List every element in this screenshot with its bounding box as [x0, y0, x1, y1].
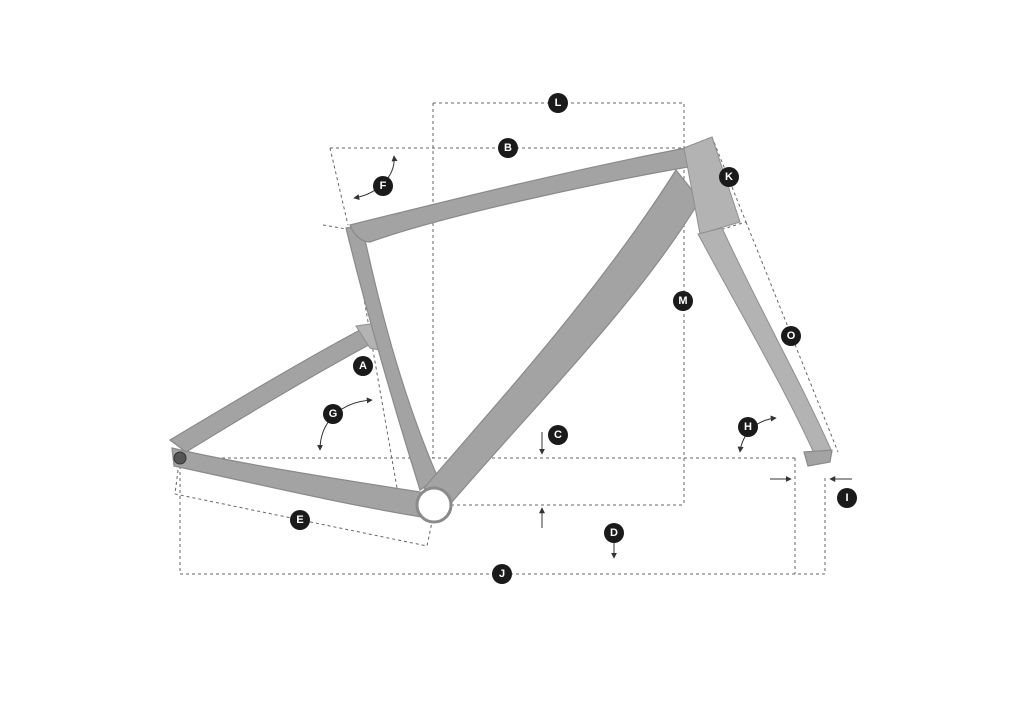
bottom-bracket: [415, 486, 453, 524]
svg-text:I: I: [845, 492, 848, 504]
bike-frame: [168, 136, 833, 524]
marker-K: K: [719, 167, 739, 187]
head-tube: [683, 136, 741, 235]
marker-E: E: [290, 510, 310, 530]
svg-text:F: F: [380, 180, 387, 192]
dimension-J-line: [179, 460, 826, 575]
marker-M: M: [673, 291, 693, 311]
dimension-B-left: [329, 147, 349, 226]
marker-B: B: [498, 138, 518, 158]
fork: [697, 227, 833, 463]
svg-text:A: A: [359, 360, 367, 372]
svg-text:E: E: [296, 514, 303, 526]
svg-text:C: C: [554, 429, 562, 441]
marker-H: H: [738, 417, 758, 437]
seat-stay: [168, 329, 380, 453]
svg-text:K: K: [725, 171, 733, 183]
marker-G: G: [323, 404, 343, 424]
marker-J: J: [492, 564, 512, 584]
svg-text:H: H: [744, 421, 752, 433]
dimension-lines: [174, 102, 839, 575]
marker-O: O: [781, 326, 801, 346]
dimension-O-line: [745, 221, 839, 453]
svg-text:D: D: [610, 527, 618, 539]
dimension-L-line: [433, 102, 685, 503]
marker-L: L: [548, 93, 568, 113]
svg-text:O: O: [787, 330, 796, 342]
svg-text:L: L: [555, 97, 562, 109]
top-tube: [349, 147, 695, 243]
svg-text:J: J: [499, 568, 505, 580]
fork-dropout: [803, 449, 833, 467]
marker-I: I: [837, 488, 857, 508]
down-tube: [423, 168, 701, 503]
svg-text:G: G: [329, 408, 338, 420]
svg-text:M: M: [678, 295, 687, 307]
svg-text:B: B: [504, 142, 512, 154]
rear-axle: [173, 451, 187, 465]
marker-A: A: [353, 356, 373, 376]
marker-C: C: [548, 425, 568, 445]
dimension-K-line: [683, 136, 747, 233]
marker-F: F: [373, 176, 393, 196]
marker-D: D: [604, 523, 624, 543]
